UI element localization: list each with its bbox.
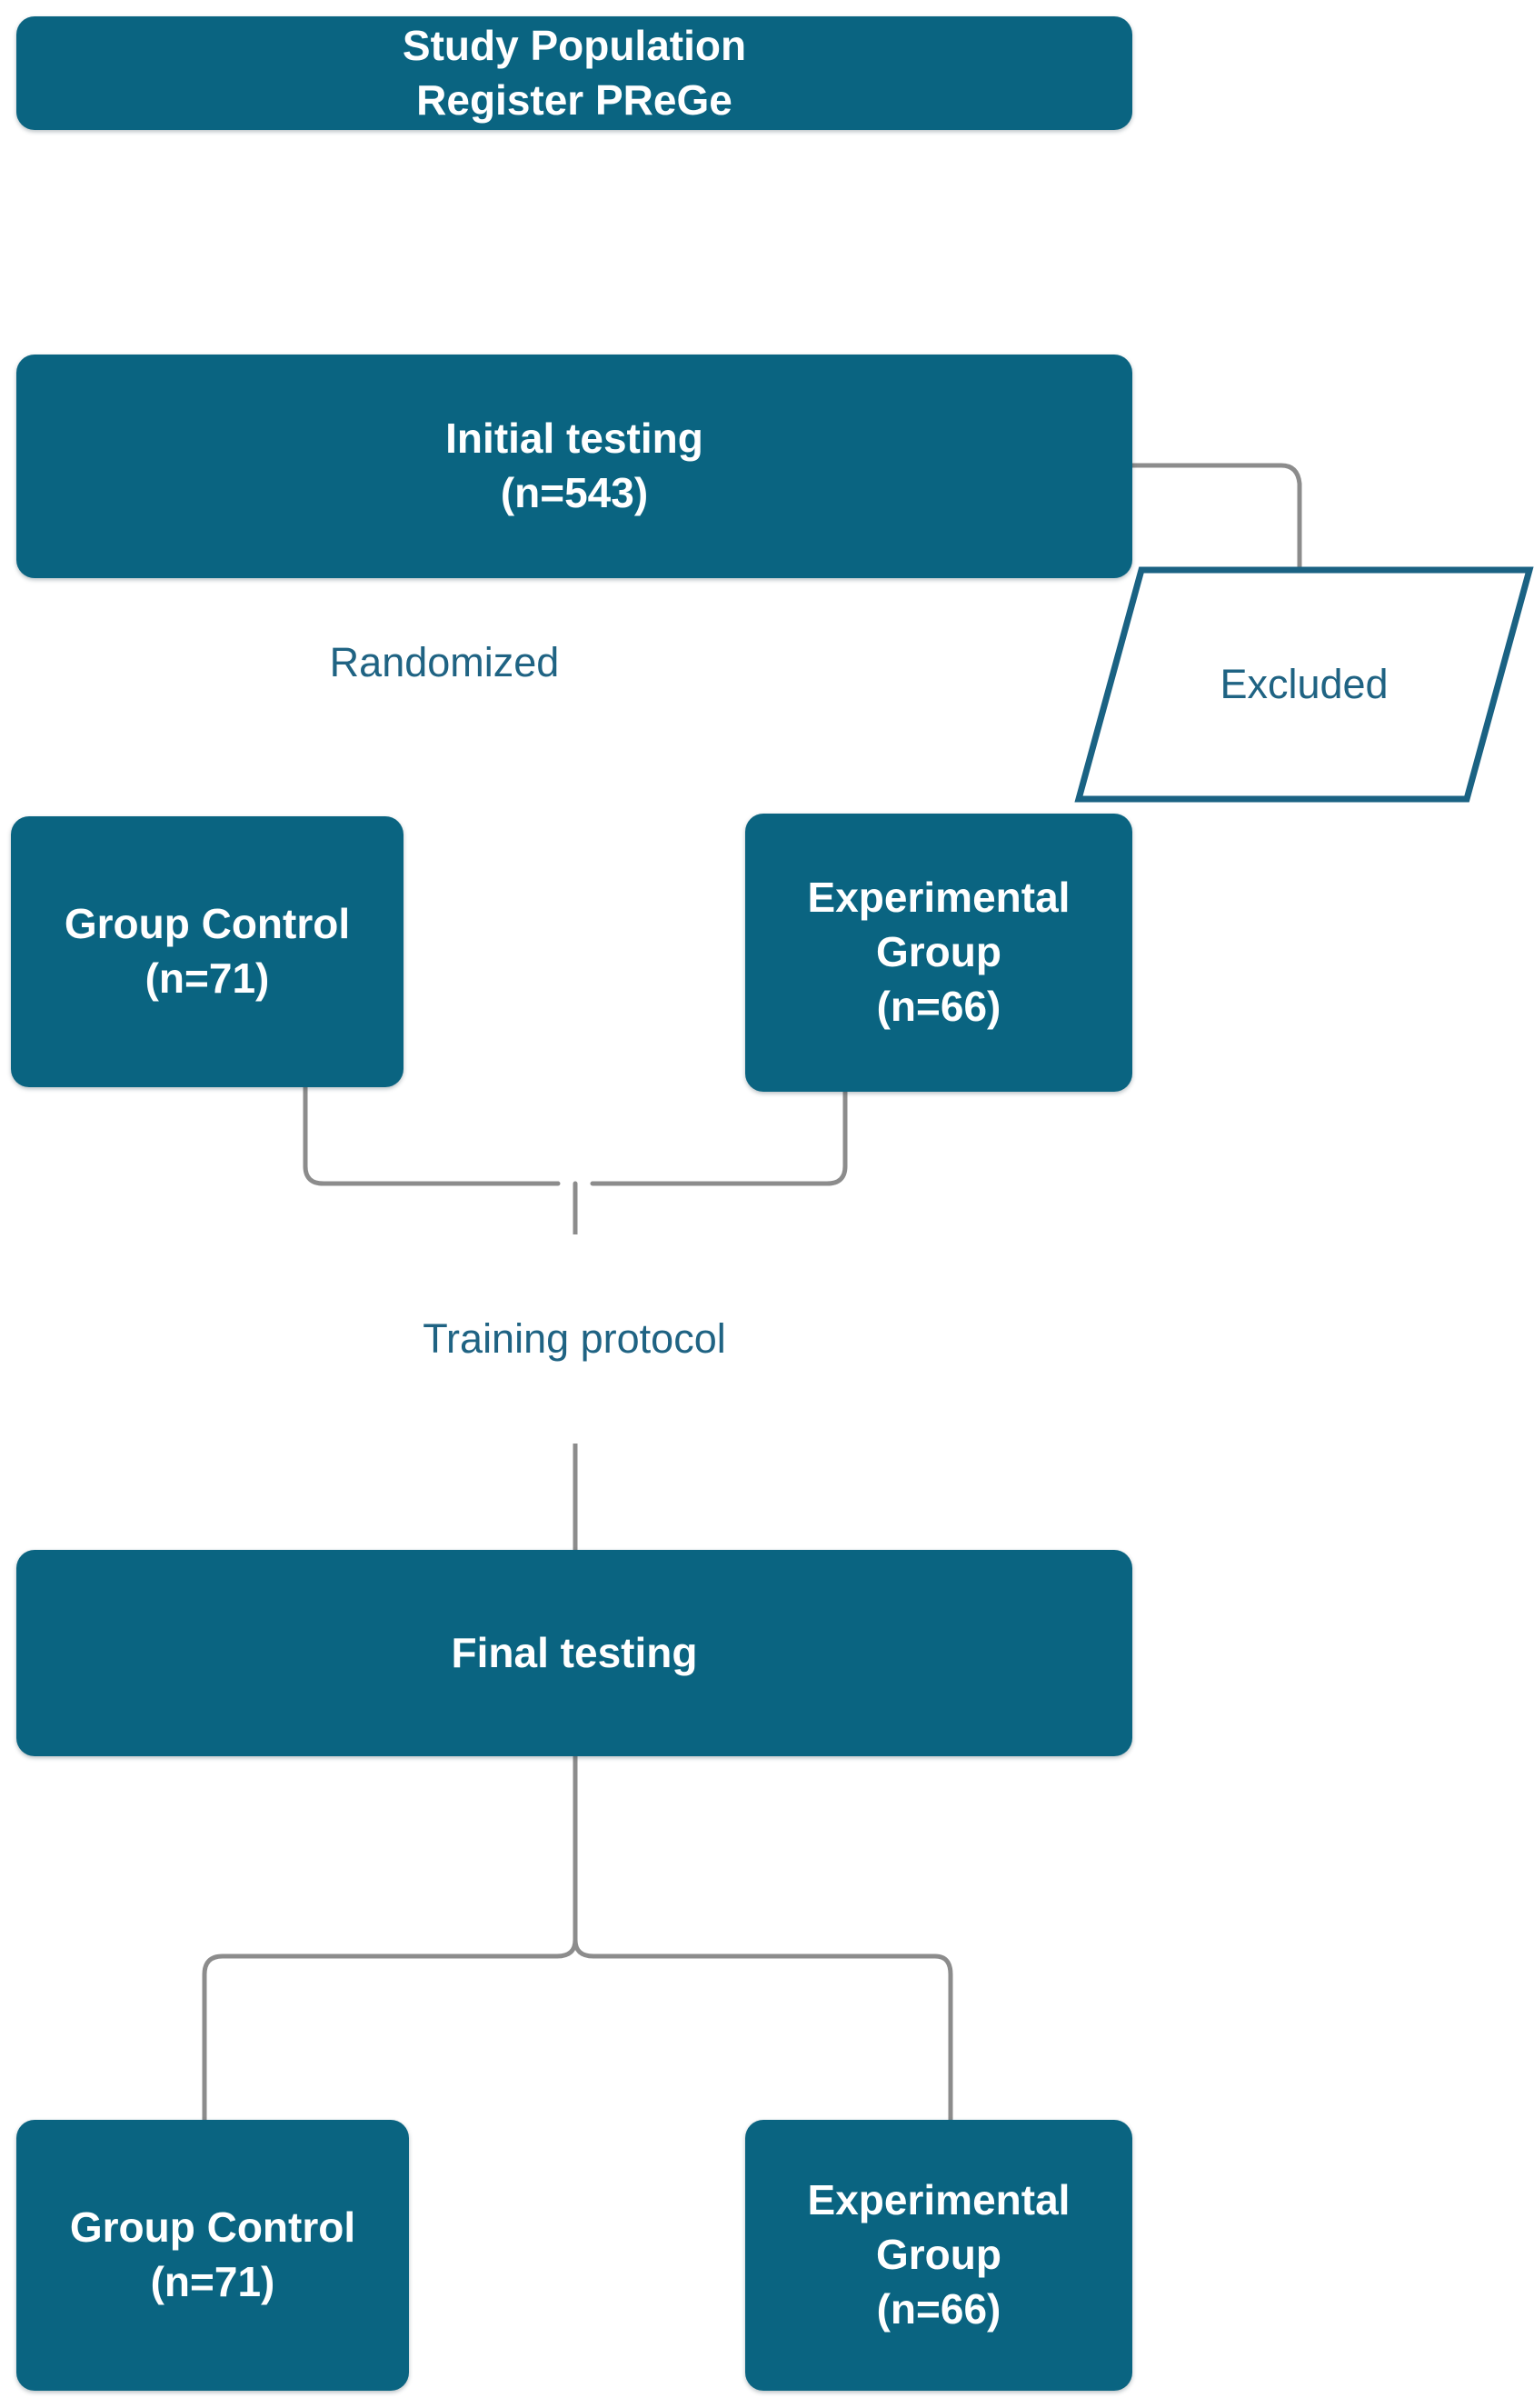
node-initial-testing-text: Initial testing(n=543) xyxy=(445,415,703,516)
node-final-testing[interactable]: Final testing xyxy=(16,1550,1132,1756)
node-final-testing-label: Final testing xyxy=(451,1628,698,1676)
node-group-control-initial[interactable]: Group Control(n=71) xyxy=(11,816,403,1087)
connector-fork-right xyxy=(573,1937,953,2123)
node-training-protocol[interactable]: Training protocol xyxy=(16,1234,1132,1444)
connector-groupcontrol1-to-merge xyxy=(303,1084,561,1186)
node-excluded[interactable]: Excluded xyxy=(1074,565,1534,804)
node-group-control-final[interactable]: Group Control(n=71) xyxy=(16,2120,409,2391)
parallelogram-icon xyxy=(1074,566,1534,803)
connector-experimental1-to-merge xyxy=(590,1089,848,1186)
node-training-protocol-label: Training protocol xyxy=(423,1314,726,1362)
node-group-control-final-text: Group Control(n=71) xyxy=(69,2203,356,2305)
connector-initial-to-excluded xyxy=(1130,463,1302,574)
label-randomized: Randomized xyxy=(329,639,560,685)
node-excluded-label: Excluded xyxy=(1220,661,1389,707)
node-group-control-initial-text: Group Control(n=71) xyxy=(64,900,351,1002)
node-initial-testing[interactable]: Initial testing(n=543) xyxy=(16,355,1132,578)
connector-fork-left xyxy=(202,1937,578,2123)
